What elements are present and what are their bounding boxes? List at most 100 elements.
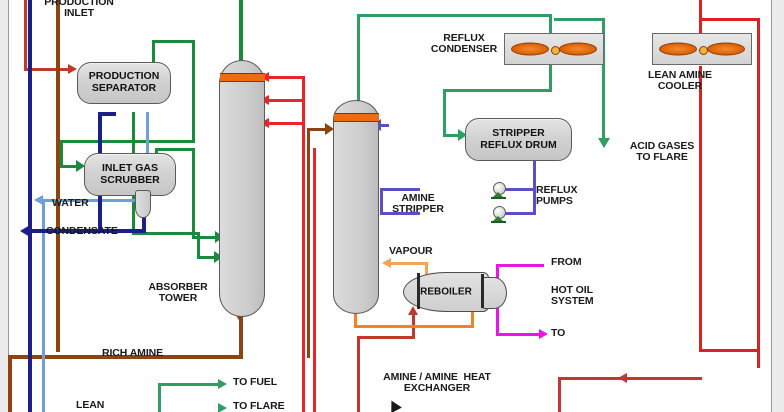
reflux-pumps-label: REFLUX PUMPS [536, 184, 578, 208]
reboiler[interactable]: REBOILER [403, 272, 489, 312]
arrow-reboiler-red-in [408, 306, 418, 315]
lean-amine-cooler-fan-icon [659, 42, 745, 56]
amine-stripper[interactable] [333, 100, 379, 314]
stripper-tray-band [333, 113, 379, 122]
reboiler-tubesheet-left [417, 273, 420, 309]
line-lean-cooler-in-top [699, 18, 702, 44]
pump-pedestal-1 [491, 197, 506, 199]
line-absorber-overhead [239, 0, 243, 62]
arrow-scrubber-inlet [76, 160, 85, 172]
arrow-production-separator-inlet [68, 64, 77, 74]
to-flare-label: TO FLARE [233, 400, 285, 412]
line-cond-out-down [549, 62, 552, 92]
arrow-absorber-feed-1 [260, 72, 269, 82]
reflux-condenser-label: REFLUX CONDENSER [430, 32, 498, 56]
line-stripper-ovhd-to-cond [549, 14, 552, 34]
line-sep-gas-to-scrubber [60, 140, 195, 143]
line-to-fuel-horiz [158, 383, 221, 386]
lean-amine-label: LEAN [76, 399, 105, 411]
line-hot-oil-to [496, 333, 542, 336]
line-condensate-horiz [30, 229, 146, 233]
pump-pedestal-2 [491, 221, 506, 223]
production-inlet-label: PRODUCTION INLET [44, 0, 114, 20]
line-hot-oil-from [496, 264, 544, 267]
arrow-rich-amine-down [234, 312, 246, 322]
acid-gases-to-flare-label: ACID GASES TO FLARE [629, 140, 695, 164]
line-rich-amine-left-rail [56, 0, 60, 352]
line-prod-inlet-diag [24, 42, 27, 71]
reboiler-label: REBOILER [420, 286, 472, 298]
line-red-far-right-vert [757, 18, 760, 368]
absorber-tower-label: ABSORBER TOWER [148, 281, 208, 305]
pump-base-2 [491, 216, 505, 223]
inlet-gas-scrubber-label: INLET GAS SCRUBBER [100, 161, 160, 186]
line-acid-gas-down [602, 114, 605, 140]
stripper-reflux-drum-label: STRIPPER REFLUX DRUM [480, 126, 557, 151]
line-pump-cross-down [533, 188, 536, 215]
rich-amine-label: RICH AMINE [102, 347, 164, 359]
line-scrubber-inlet-drop [60, 140, 63, 165]
reboiler-channel-head [481, 277, 507, 309]
line-drum-vapour-horiz [554, 18, 605, 21]
reflux-condenser[interactable] [504, 33, 604, 65]
line-scrubber-gas-down [192, 148, 195, 238]
line-rich-amine-riser [307, 128, 310, 358]
line-red-vert-secondary [313, 148, 316, 412]
line-sour-gas-b1 [268, 76, 304, 79]
production-separator[interactable]: PRODUCTION SEPARATOR [77, 62, 171, 104]
reflux-pump-1[interactable] [491, 182, 506, 199]
line-sep-gas2-up [197, 232, 200, 256]
line-stripper-ovhd-horiz [357, 14, 552, 17]
fan-blade-left [511, 42, 550, 56]
reflux-pump-2[interactable] [491, 206, 506, 223]
line-vapour-horiz [390, 262, 428, 265]
vapour-label: VAPOUR [389, 245, 433, 257]
arrow-drum-inlet [458, 129, 467, 141]
arrow-hot-oil-to [539, 329, 548, 339]
line-red-bottom-horiz [558, 377, 702, 380]
line-red-bottom-right-horiz [699, 349, 760, 352]
line-cond-out-down2 [443, 89, 446, 136]
absorber-tray-band [219, 73, 265, 82]
line-vapour-up [425, 262, 428, 280]
line-prod-inlet-vert [24, 0, 27, 42]
frame-right-rail [771, 0, 772, 412]
line-pump2-discharge [380, 212, 420, 215]
line-stripper-ovhd-up [357, 14, 360, 106]
pump-base-1 [491, 192, 505, 199]
fan-blade-right-2 [706, 42, 745, 56]
from-hot-oil-label: FROM [551, 256, 582, 268]
amine-amine-heat-exchanger-label: AMINE / AMINE HEAT EXCHANGER [383, 371, 491, 395]
fan-blade-left-2 [659, 42, 698, 56]
lean-amine-cooler-label: LEAN AMINE COOLER [648, 69, 712, 93]
frame-left-pad [0, 0, 8, 412]
inlet-gas-scrubber[interactable]: INLET GAS SCRUBBER [84, 153, 176, 196]
arrow-condensate [20, 225, 30, 237]
line-red-hx-horiz [357, 336, 415, 339]
line-reboiler-return-up [471, 306, 474, 328]
line-condensate-sep-horiz [98, 112, 116, 116]
line-red-hx-left-vert [357, 336, 360, 412]
line-lean-cooler-out-down [699, 66, 702, 351]
line-cond-out-left [443, 89, 552, 92]
line-scrubber-gas-right [192, 236, 218, 239]
lean-amine-cooler[interactable] [652, 33, 752, 65]
line-sour-gas-b2 [268, 99, 304, 102]
fan-blade-right [558, 42, 597, 56]
absorber-tower[interactable] [219, 60, 265, 317]
to-fuel-label: TO FUEL [233, 376, 278, 388]
reboiler-tubesheet-right [481, 274, 484, 308]
line-to-fuel-up [158, 383, 161, 412]
stripper-reflux-drum[interactable]: STRIPPER REFLUX DRUM [465, 118, 572, 161]
line-scrubber-inlet-horiz [60, 165, 78, 168]
line-scrubber-gas-horiz [155, 148, 195, 151]
production-separator-label: PRODUCTION SEPARATOR [88, 70, 160, 94]
hot-oil-system-label: HOT OIL SYSTEM [551, 284, 594, 308]
line-water-horiz [42, 199, 149, 202]
line-red-top-right-horiz [699, 18, 760, 21]
frame-left-rail [8, 0, 9, 412]
line-sour-gas-b3 [268, 122, 304, 125]
line-rich-amine-to-stripper [307, 128, 329, 131]
line-rich-amine-down [239, 310, 243, 357]
line-drum-vapour-down [602, 42, 605, 114]
